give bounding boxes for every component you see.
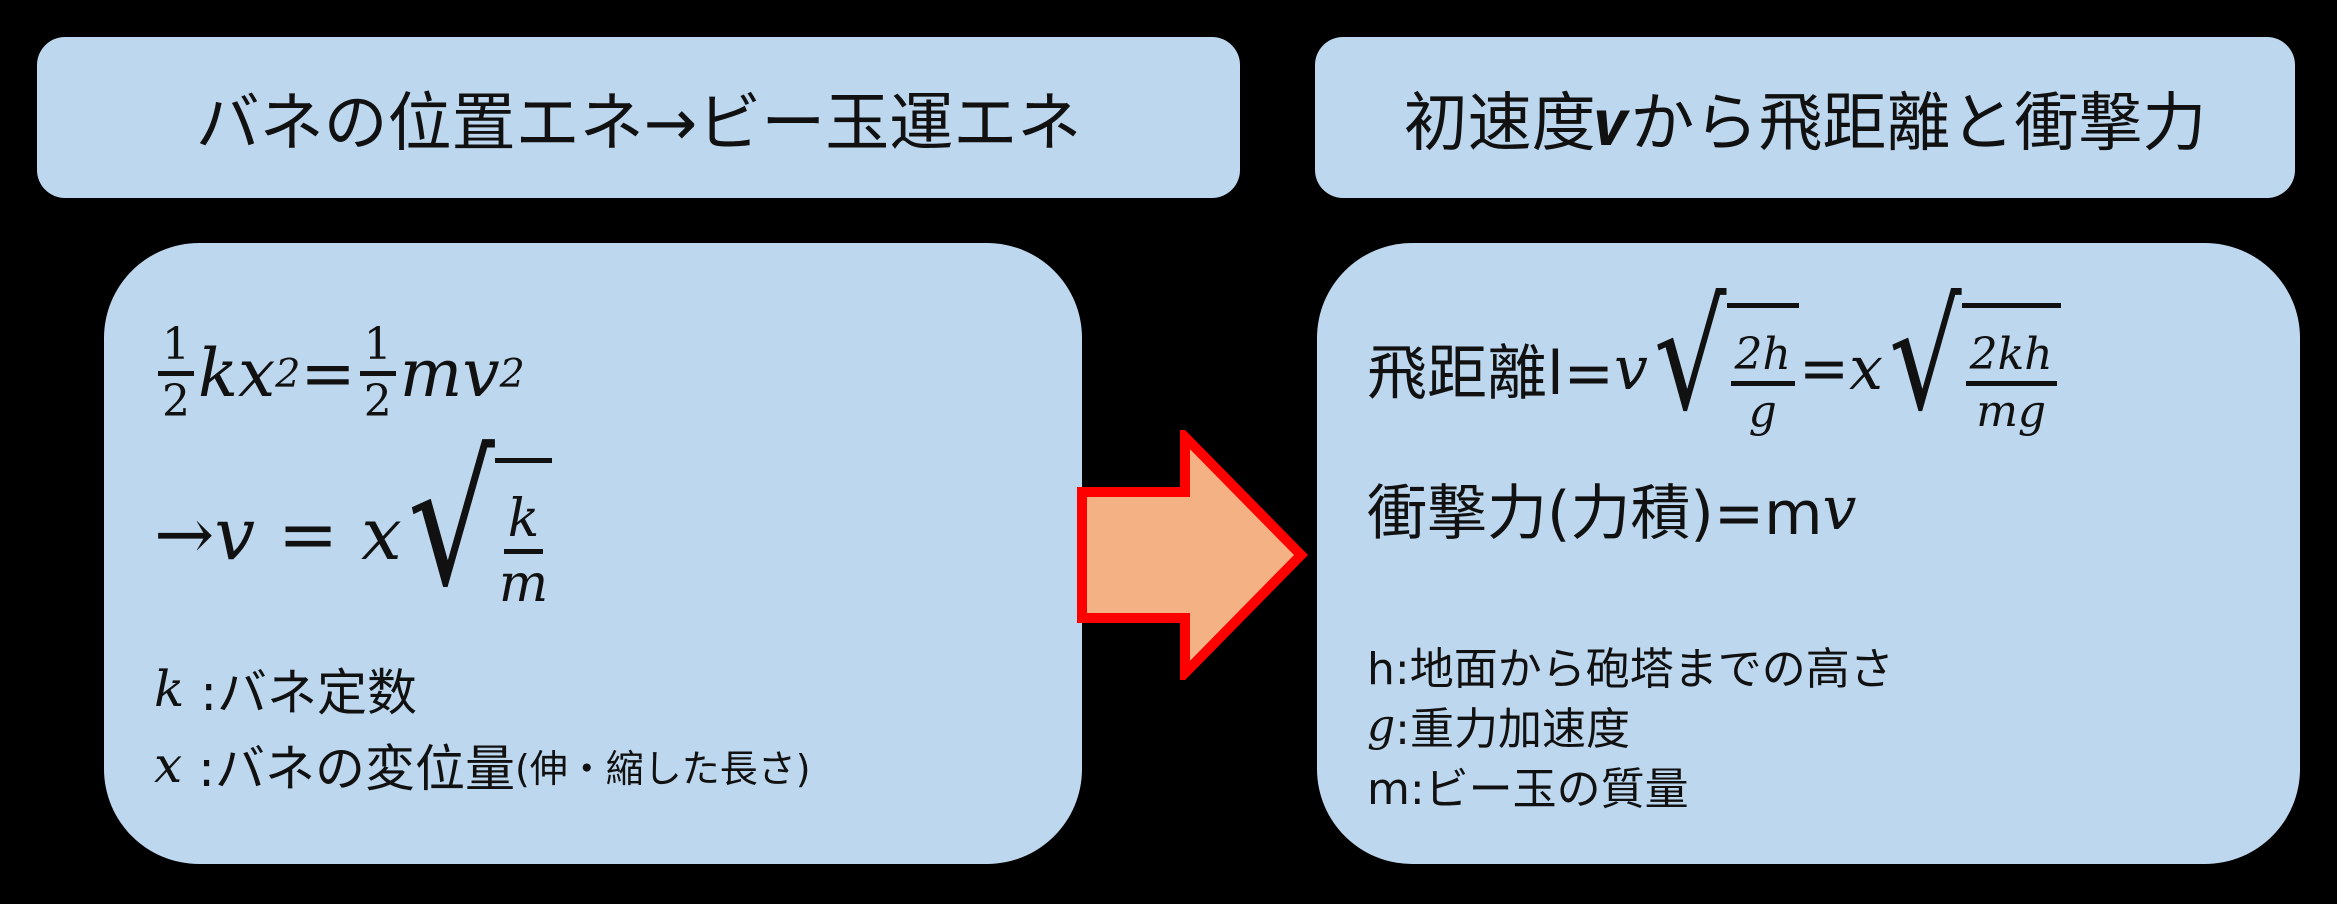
numerator: 1 <box>359 323 396 376</box>
radical-icon: √ <box>407 419 495 627</box>
denominator: m <box>498 554 549 614</box>
sym-x: x <box>1849 333 1883 404</box>
def-text: :重力加速度 <box>1395 704 1630 755</box>
left-title-box: バネの位置エネ→ビー玉運エネ <box>37 37 1240 198</box>
denominator: g <box>1748 386 1777 437</box>
denominator: 2 <box>363 376 392 427</box>
sym-x: x <box>361 492 402 576</box>
denominator: mg <box>1976 386 2047 437</box>
sym-x: x <box>154 736 183 794</box>
sym-v: v <box>214 492 256 576</box>
right-arrow-icon <box>1077 430 1309 680</box>
sym-v: v <box>1613 333 1648 404</box>
arrow-shape <box>1077 430 1309 680</box>
equals: = <box>300 335 356 412</box>
distance-label: 飛距離l= <box>1367 339 1614 409</box>
numerator: 1 <box>158 323 194 376</box>
impulse-label: 衝撃力(力積)=m <box>1367 479 1823 549</box>
right-title: 初速度𝒗から飛距離と衝撃力 <box>1403 86 2207 161</box>
definition-h: h:地面から砲塔までの高さ <box>1367 633 1894 697</box>
def-text: :バネ定数 <box>184 664 418 722</box>
right-title-box: 初速度𝒗から飛距離と衝撃力 <box>1315 37 2295 198</box>
radical-icon: √ <box>1888 270 1962 444</box>
equals: = <box>1798 333 1850 404</box>
left-title: バネの位置エネ→ビー玉運エネ <box>195 86 1082 161</box>
numerator: k <box>503 493 544 554</box>
def-text: h:地面から砲塔までの高さ <box>1367 644 1894 695</box>
numerator: 2h <box>1730 333 1795 386</box>
definition-g: g:重力加速度 <box>1367 693 1630 757</box>
def-text: m:ビー玉の質量 <box>1367 764 1689 815</box>
sym-m: m <box>399 335 463 412</box>
sym-v: v <box>462 335 500 412</box>
denominator: 2 <box>162 376 190 427</box>
definition-k: k :バネ定数 <box>154 653 417 725</box>
exponent: 2 <box>275 350 301 397</box>
equals: = <box>255 492 362 576</box>
radical-icon: √ <box>1653 270 1727 444</box>
definition-x: x :バネの変位量(伸・縮した長さ) <box>154 729 811 801</box>
sym-x: x <box>238 335 276 412</box>
arrow-symbol: → <box>154 492 215 576</box>
sym-k: k <box>198 335 238 412</box>
numerator: 2kh <box>1965 333 2057 386</box>
def-text: :バネの変位量 <box>182 740 515 798</box>
sym-g: g <box>1367 699 1396 751</box>
def-note: (伸・縮した長さ) <box>514 746 811 791</box>
definition-m: m:ビー玉の質量 <box>1367 753 1689 817</box>
sym-v: v <box>1822 473 1857 544</box>
exponent: 2 <box>499 350 525 397</box>
sym-k: k <box>154 660 185 718</box>
